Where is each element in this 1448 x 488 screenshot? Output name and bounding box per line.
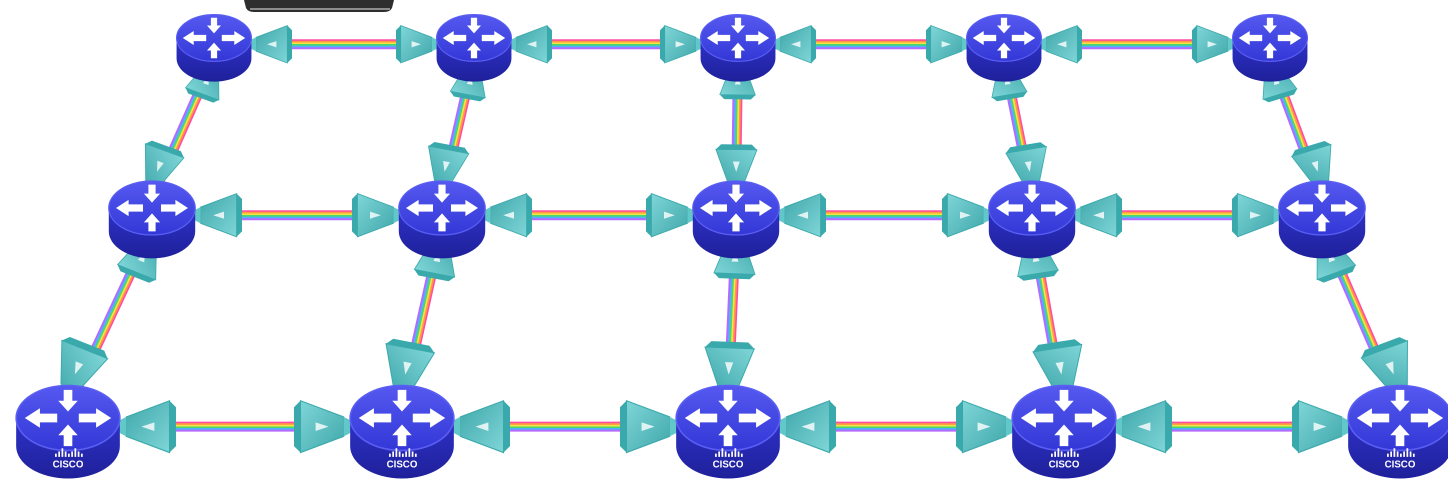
transceiver-r2-c3-east bbox=[779, 192, 826, 238]
svg-text:CISCO: CISCO bbox=[1385, 460, 1416, 471]
transceiver-r1-c4-east bbox=[1041, 24, 1082, 64]
transceiver-r2-c2-west bbox=[352, 192, 399, 238]
transceiver-r1-c2-west bbox=[396, 24, 437, 64]
router-r1-c4 bbox=[965, 14, 1043, 82]
router-arrows-icon bbox=[1020, 389, 1108, 447]
router-r3-c5: CISCO bbox=[1347, 384, 1448, 479]
router-arrows-icon bbox=[24, 389, 112, 447]
router-r2-c2 bbox=[398, 180, 486, 259]
transceiver-r3-c3-north bbox=[704, 341, 756, 396]
router-r3-c2: CISCO bbox=[349, 384, 455, 479]
transceiver-r3-c4-east bbox=[1115, 399, 1172, 454]
transceiver-r1-c3-east bbox=[775, 24, 816, 64]
cisco-logo: CISCO bbox=[53, 448, 84, 471]
transceiver-r3-c3-east bbox=[779, 399, 836, 454]
router-arrows-icon bbox=[1356, 389, 1444, 447]
svg-text:CISCO: CISCO bbox=[1049, 460, 1080, 471]
router-r1-c5 bbox=[1231, 14, 1309, 82]
transceiver-r3-c2-east bbox=[453, 399, 510, 454]
svg-text:CISCO: CISCO bbox=[387, 460, 418, 471]
transceiver-r3-c2-north bbox=[385, 338, 436, 396]
router-r3-c4: CISCO bbox=[1011, 384, 1117, 479]
transceiver-r3-c4-west bbox=[956, 399, 1013, 454]
transceiver-r1-c5-west bbox=[1192, 24, 1233, 64]
router-r2-c1 bbox=[108, 180, 196, 259]
cisco-logo: CISCO bbox=[713, 448, 744, 471]
router-arrows-icon bbox=[358, 389, 446, 447]
router-r3-c3: CISCO bbox=[675, 384, 781, 479]
transceiver-r3-c3-west bbox=[620, 399, 677, 454]
router-arrows-icon bbox=[116, 184, 188, 232]
router-arrows-icon bbox=[1238, 17, 1302, 59]
transceiver-r2-c5-west bbox=[1232, 192, 1279, 238]
svg-text:CISCO: CISCO bbox=[713, 460, 744, 471]
transceiver-r3-c1-east bbox=[119, 399, 176, 454]
transceiver-r3-c5-west bbox=[1292, 399, 1349, 454]
router-r2-c3 bbox=[692, 180, 780, 259]
transceiver-r2-c1-east bbox=[195, 192, 242, 238]
cisco-logo: CISCO bbox=[387, 448, 418, 471]
router-r1-c2 bbox=[435, 14, 513, 82]
router-r1-c1 bbox=[175, 14, 253, 82]
cisco-logo: CISCO bbox=[1385, 448, 1416, 471]
router-r2-c5 bbox=[1278, 180, 1366, 259]
transceiver-r1-c2-east bbox=[511, 24, 552, 64]
router-arrows-icon bbox=[700, 184, 772, 232]
transceiver-r1-c1-east bbox=[251, 24, 292, 64]
transceiver-r2-c4-east bbox=[1075, 192, 1122, 238]
router-arrows-icon bbox=[406, 184, 478, 232]
svg-text:CISCO: CISCO bbox=[53, 460, 84, 471]
transceiver-r3-c2-west bbox=[294, 399, 351, 454]
router-arrows-icon bbox=[182, 17, 246, 59]
router-arrows-icon bbox=[972, 17, 1036, 59]
transceiver-r1-c4-west bbox=[926, 24, 967, 64]
router-arrows-icon bbox=[706, 17, 770, 59]
transceiver-r2-c3-west bbox=[646, 192, 693, 238]
transceiver-r2-c4-west bbox=[942, 192, 989, 238]
cropped-device-edge bbox=[244, 0, 394, 12]
transceiver-r2-c2-east bbox=[485, 192, 532, 238]
router-r1-c3 bbox=[699, 14, 777, 82]
router-r3-c1: CISCO bbox=[15, 384, 121, 479]
transceiver-r1-c3-west bbox=[660, 24, 701, 64]
router-arrows-icon bbox=[684, 389, 772, 447]
cisco-logo: CISCO bbox=[1049, 448, 1080, 471]
router-r2-c4 bbox=[988, 180, 1076, 259]
